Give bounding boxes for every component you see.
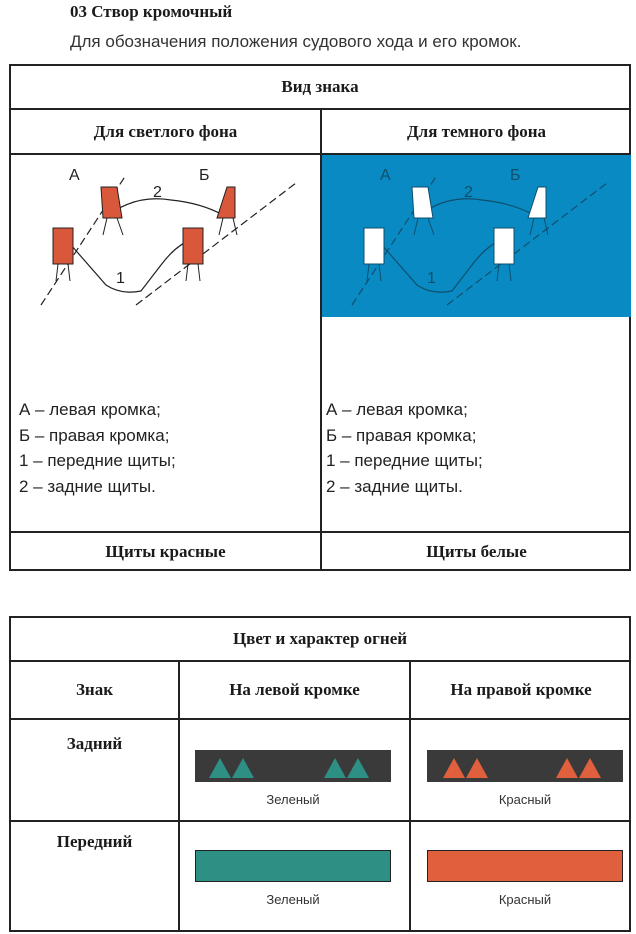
label-a: А xyxy=(69,167,80,184)
column-divider xyxy=(409,662,411,932)
label-1: 1 xyxy=(116,270,125,287)
row-back-label: Задний xyxy=(66,734,123,753)
back-left-caption: Зеленый xyxy=(266,792,320,807)
col-light-header: Для светлого фона xyxy=(11,110,320,155)
legend-item: 2 – задние щиты. xyxy=(326,476,463,496)
back-left-light-bar xyxy=(195,750,391,782)
legend-item: Б – правая кромка; xyxy=(326,425,477,445)
page-title: 03 Створ кромочный xyxy=(70,2,233,21)
dark-sign-diagram: А Б 2 1 xyxy=(351,167,608,306)
legend-item: А – левая кромка; xyxy=(19,400,161,419)
light-sign-diagram: А Б 2 1 xyxy=(40,167,297,306)
front-left-caption: Зеленый xyxy=(266,892,320,907)
legend-item: 1 – передние щиты; xyxy=(19,451,176,470)
lights-table-header: Цвет и характер огней xyxy=(11,618,629,662)
row-front-label: Передний xyxy=(56,832,133,851)
row-divider xyxy=(11,718,629,720)
label-2: 2 xyxy=(153,184,162,201)
back-right-light-bar xyxy=(427,750,623,782)
legend-item: 1 – передние щиты; xyxy=(326,451,483,470)
front-left-light-bar xyxy=(195,850,391,882)
row-divider xyxy=(11,820,629,822)
legend-light: А – левая кромка; Б – правая кромка; 1 –… xyxy=(19,397,176,499)
label-b: Б xyxy=(199,167,210,184)
label-2-dark: 2 xyxy=(464,184,473,201)
back-right-caption: Красный xyxy=(498,792,552,807)
lights-table: Цвет и характер огней Знак На левой кром… xyxy=(9,616,631,932)
col-dark-header: Для темного фона xyxy=(322,110,631,155)
front-right-light-bar xyxy=(427,850,623,882)
col-left-header: На левой кромке xyxy=(229,680,360,699)
col-right-header: На правой кромке xyxy=(450,680,592,699)
label-1-dark: 1 xyxy=(427,270,436,287)
sign-table: Вид знака Для светлого фона Для темного … xyxy=(9,64,631,571)
col-sign-header: Знак xyxy=(75,680,114,699)
column-divider xyxy=(178,662,180,932)
legend-item: А – левая кромка; xyxy=(326,400,468,419)
legend-item: 2 – задние щиты. xyxy=(19,476,156,496)
foot-dark: Щиты белые xyxy=(322,531,631,571)
page-subtitle: Для обозначения положения судового хода … xyxy=(70,32,522,51)
front-right-caption: Красный xyxy=(498,892,552,907)
legend-item: Б – правая кромка; xyxy=(19,425,170,445)
label-b-dark: Б xyxy=(510,167,521,184)
label-a-dark: А xyxy=(380,167,391,184)
sign-table-header: Вид знака xyxy=(11,66,629,110)
legend-dark: А – левая кромка; Б – правая кромка; 1 –… xyxy=(326,397,483,499)
column-divider xyxy=(320,110,322,571)
foot-light: Щиты красные xyxy=(11,531,320,571)
